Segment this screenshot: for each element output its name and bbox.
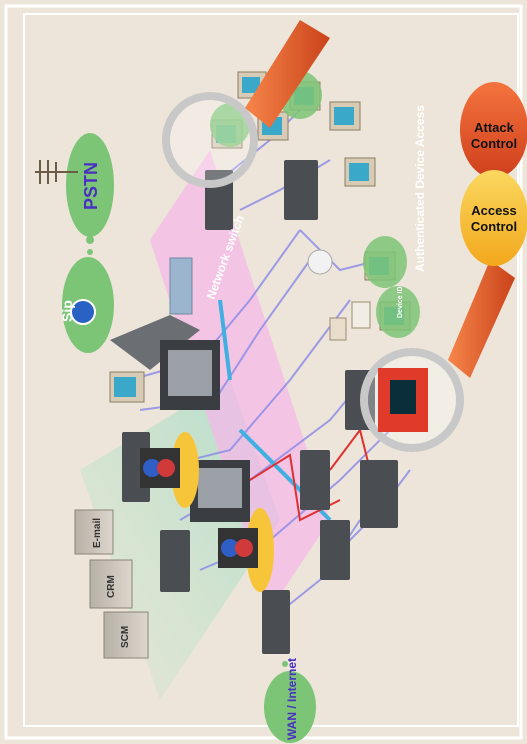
ips-device-1 [140,432,199,508]
access-control-badge: Access Control [460,170,527,266]
core-switch-bottom [190,460,250,522]
sip-label: Sip [59,300,75,322]
authenticated-device-access-label: Authenticated Device Access [413,105,427,272]
pstn-cloud: PSTN [66,133,114,255]
server-crm: CRM [89,559,133,609]
access-control-line2: Control [471,219,517,234]
sip-cloud: Sip [59,257,114,353]
magnifier-icon-top [162,20,330,188]
email-label: E-mail [92,518,103,548]
pc-icon [109,371,145,403]
core-switch-top [110,315,220,410]
pc-icon [329,101,361,131]
magnifier-icon-bottom [360,260,515,452]
scm-label: SCM [120,626,131,648]
server-scm: SCM [103,611,149,659]
printer-icon [351,301,371,329]
network-switch-band [150,150,330,610]
ips-device-2 [218,508,274,592]
wireless-zone-4 [376,286,420,338]
crm-label: CRM [106,575,117,598]
wan-internet-label: WAN / Internet [285,658,299,740]
server-email: E-mail [74,509,114,555]
pstn-label: PSTN [81,162,101,210]
access-control-line1: Access [471,203,517,218]
wireless-zone-2 [210,103,250,147]
attack-control-line2: Control [471,136,517,151]
attack-control-badge: Attack Control [460,82,527,178]
frame-border [4,4,523,740]
pc-icon [344,157,376,187]
wireless-zone-3 [363,236,407,288]
access-point-icon [307,249,333,275]
pbx-icon [70,299,96,325]
phone-pole-icon [35,160,78,184]
wan-internet-cloud: WAN / Internet [264,658,316,743]
server-rack [169,257,193,315]
device-id-label: Device ID [397,286,404,318]
attack-control-line1: Attack [474,120,515,135]
ip-phone-icon [329,317,347,341]
